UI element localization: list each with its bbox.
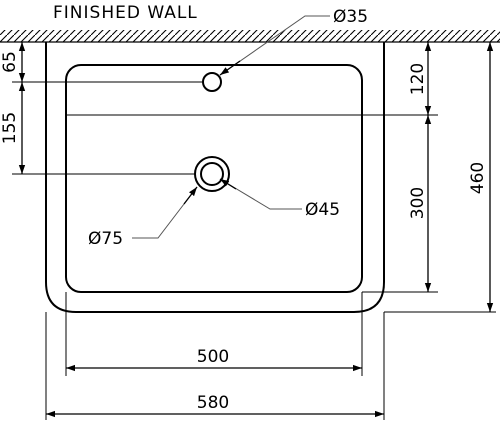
leaders: Ø35 Ø45 Ø75 [88,7,368,249]
tap-hole-leader [219,15,330,76]
bottom-dimensions: 500 580 [45,292,385,420]
waste-inner-ring [200,162,224,186]
waste-inner-arrow [219,178,237,190]
basin-body [45,42,385,313]
wall-hatching [0,30,500,42]
waste-outer-diameter: Ø75 [88,229,123,249]
dim-overall-width: 580 [197,393,229,413]
waste-inner-leader [219,178,302,210]
dim-tap-to-waste: 155 [0,112,20,144]
waste-outer-arrow [183,186,198,205]
tap-hole-diameter: Ø35 [333,7,368,27]
dim-bowl-width: 500 [197,347,229,367]
waste-inner-diameter: Ø45 [305,200,340,220]
right-dimensions: 120 300 460 [362,42,496,313]
wall-label: FINISHED WALL [53,3,198,23]
basin-outer-outline [45,42,385,313]
tap-hole [202,72,222,92]
dim-bowl-depth: 300 [408,187,428,219]
finished-wall [0,30,500,43]
basin-bowl-outline [65,64,363,293]
tap-hole-arrow [219,60,241,76]
left-dimensions: 65 155 [0,42,203,175]
dim-rim-to-bowl: 120 [408,63,428,95]
dim-overall-depth: 460 [468,162,488,194]
dim-wall-to-tap: 65 [0,51,20,73]
waste-outer-leader [132,186,198,239]
